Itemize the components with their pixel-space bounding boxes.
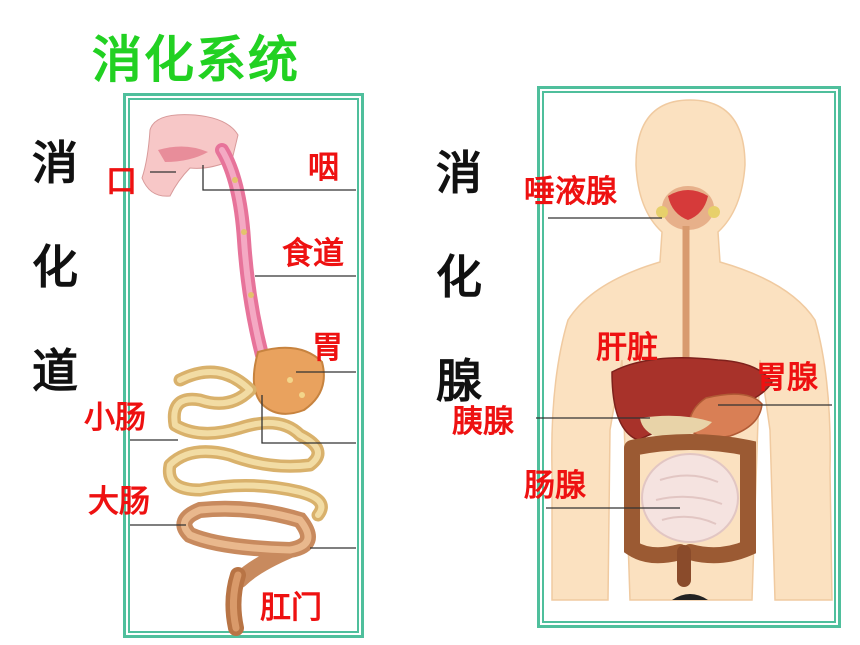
- label-mouth: 口: [106, 164, 137, 200]
- tract-leader-lines: [130, 165, 356, 549]
- label-liver: 肝脏: [596, 330, 658, 366]
- label-gastric-gland: 胃腺: [756, 360, 818, 396]
- digestive-glands-heading: 消 化 腺: [436, 150, 482, 462]
- salivary-gland-shape: [668, 190, 708, 220]
- label-pancreas: 胰腺: [452, 404, 514, 440]
- digestive-glands-heading-char-1: 消: [436, 146, 482, 200]
- label-salivary-gland: 唾液腺: [524, 174, 617, 210]
- digestive-glands-heading-char-3: 腺: [436, 354, 482, 408]
- digestive-tract-drawing: [130, 114, 356, 636]
- large-intestine-gland-shape: [624, 434, 756, 564]
- digestive-tract-heading: 消 化 道: [32, 140, 78, 452]
- label-large-intestine: 大肠: [88, 484, 150, 520]
- digestive-tract-heading-char-2: 化: [32, 240, 78, 294]
- label-anus: 肛门: [260, 590, 322, 626]
- digestive-glands-heading-char-2: 化: [436, 250, 482, 304]
- digestive-tract-heading-char-1: 消: [32, 136, 78, 190]
- gland-leader-lines: [536, 217, 832, 509]
- page-title: 消化系统: [92, 31, 300, 89]
- tongue-shape: [158, 146, 208, 162]
- digestive-glands-drawing: [536, 99, 833, 601]
- digestive-tract-heading-char-3: 道: [32, 344, 78, 398]
- pancreas-shape: [640, 415, 712, 438]
- label-stomach: 胃: [312, 330, 343, 366]
- label-intestinal-gland: 肠腺: [524, 468, 586, 504]
- label-pharynx: 咽: [308, 150, 339, 186]
- label-esophagus: 食道: [282, 236, 344, 272]
- label-small-intestine: 小肠: [84, 400, 146, 436]
